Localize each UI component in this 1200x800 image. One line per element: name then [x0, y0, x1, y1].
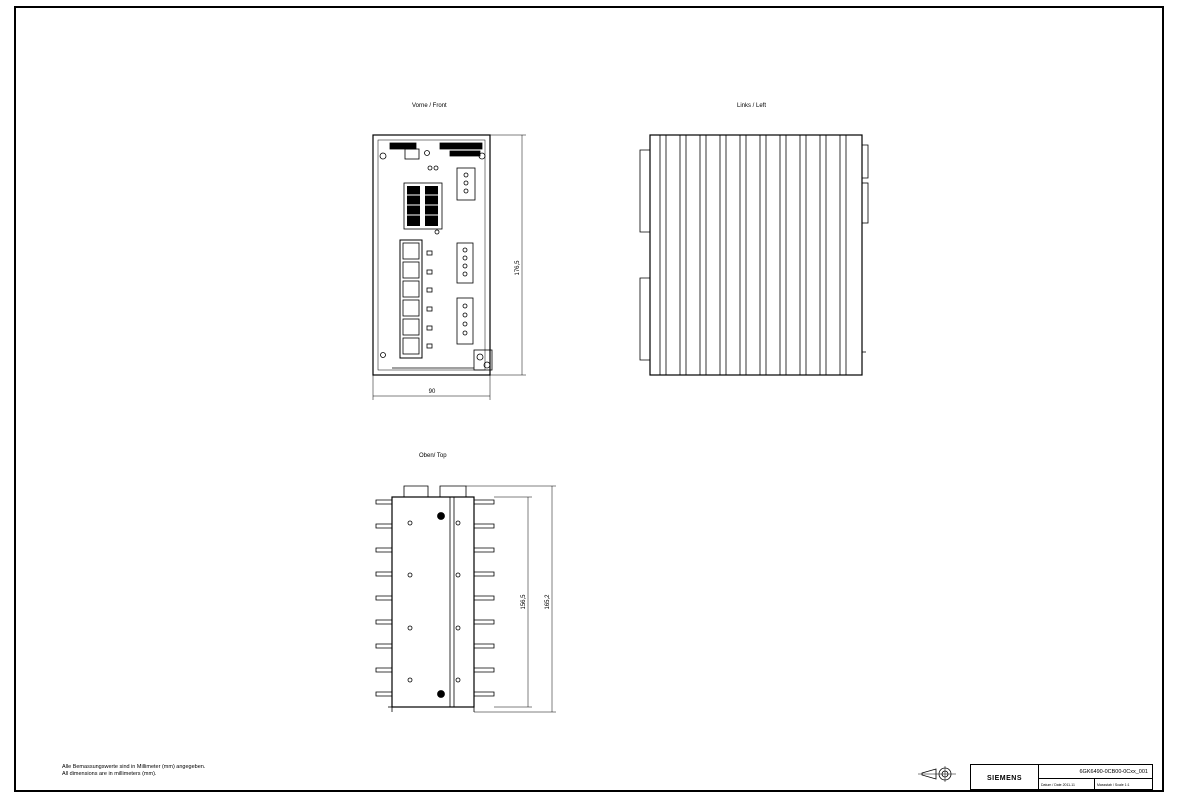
projection-symbol-icon — [918, 766, 956, 782]
left-view-label: Links / Left — [737, 103, 767, 109]
scale-field: Massstab / Scale 1:1 — [1097, 782, 1130, 787]
top-left-fins — [375, 499, 392, 697]
brand-logo: SIEMENS — [971, 765, 1039, 791]
heatsink-fins — [659, 135, 847, 375]
front-view — [372, 134, 526, 400]
left-view — [639, 134, 869, 376]
date-field: Datum / Date 2011-11 — [1039, 779, 1095, 790]
ethernet-ports — [402, 242, 420, 355]
note-german: Alle Bemassungswerte sind in Millimeter … — [62, 764, 206, 770]
front-view-label: Vorne / Front — [412, 103, 447, 109]
top-outer-dimension: 165,2 — [545, 594, 551, 610]
front-width-dimension: 90 — [429, 389, 436, 395]
front-height-dimension: 176,5 — [515, 260, 521, 276]
top-inner-dimension: 156,5 — [521, 594, 527, 610]
brand-name: SIEMENS — [986, 774, 1022, 782]
top-right-fins — [474, 499, 495, 697]
drawing-sheet-border — [14, 6, 1164, 792]
note-english: All dimensions are in millimeters (mm). — [62, 771, 157, 777]
top-view-label: Oben/ Top — [419, 453, 447, 459]
front-outline — [372, 134, 491, 376]
document-number: 6GK6490-0CB00-0Cxx_001 — [1039, 765, 1152, 779]
title-block: SIEMENS 6GK6490-0CB00-0Cxx_001 Datum / D… — [970, 764, 1153, 791]
top-view — [375, 485, 556, 713]
